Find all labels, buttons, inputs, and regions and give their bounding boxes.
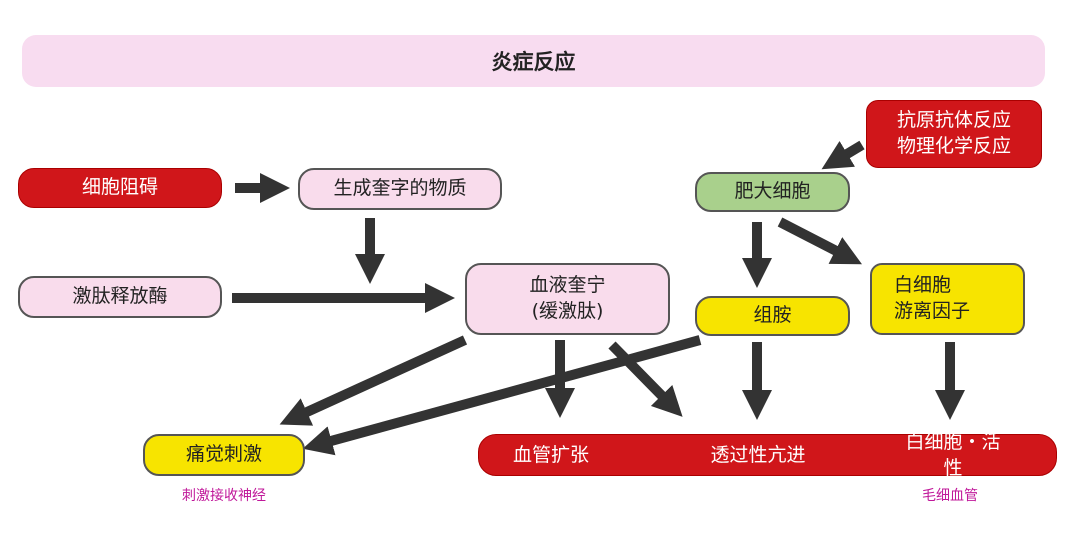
note-capillary: 毛细血管 — [922, 488, 978, 504]
node-leukocyte-factor: 白细胞 游离因子 — [870, 263, 1025, 335]
node-kallikrein: 激肽释放酶 — [18, 276, 222, 318]
bradykinin-line1: 血液奎宁 — [529, 274, 606, 297]
node-cell-damage: 细胞阻碍 — [18, 168, 222, 208]
node-pain: 痛觉刺激 — [143, 434, 305, 476]
note-nerve: 刺激接收神经 — [182, 488, 266, 504]
bradykinin-line2: (缓激肽) — [531, 300, 604, 322]
leukocyte-line1: 白细胞 — [894, 274, 952, 297]
diagram-title: 炎症反应 — [22, 35, 1045, 87]
arrow-histamine-to-pain — [302, 335, 702, 456]
antigen-line1: 抗原抗体反应 — [896, 109, 1011, 132]
node-antigen-reaction: 抗原抗体反应 物理化学反应 — [866, 100, 1042, 168]
effect-vasodilation: 血管扩张 — [512, 444, 590, 467]
node-mast-cell: 肥大细胞 — [695, 172, 850, 212]
arrow-bradykinin-to-permeability — [608, 341, 683, 417]
effect-leukocyte-activity: 白细胞・活性 — [905, 431, 1001, 479]
effect-permeability: 透过性亢进 — [710, 444, 806, 467]
antigen-line2: 物理化学反应 — [896, 135, 1011, 157]
node-kinin-substance: 生成奎字的物质 — [298, 168, 502, 210]
node-histamine: 组胺 — [695, 296, 850, 336]
leukocyte-line2: 游离因子 — [894, 300, 971, 322]
arrow-bradykinin-to-pain — [279, 335, 468, 426]
node-bradykinin: 血液奎宁 (缓激肽) — [465, 263, 670, 335]
arrow-mast-to-leukocyte — [777, 217, 863, 265]
arrow-antigen-to-mast — [821, 140, 865, 170]
effects-bar: 血管扩张 透过性亢进 白细胞・活性 — [478, 431, 1057, 479]
